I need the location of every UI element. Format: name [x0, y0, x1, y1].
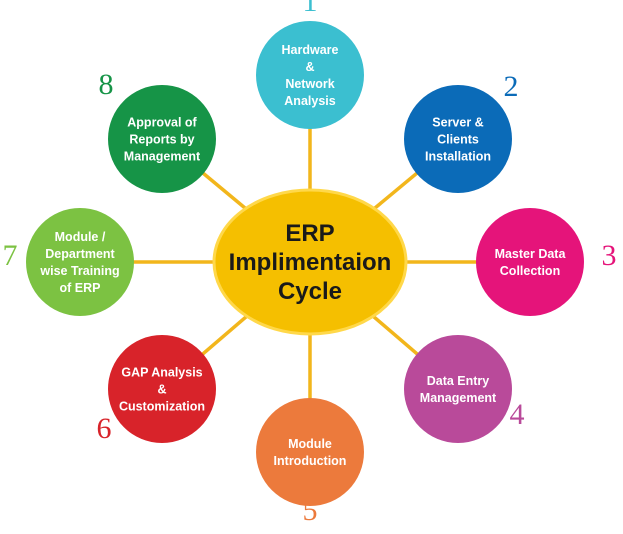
- node-label-line: Analysis: [284, 94, 335, 108]
- node-circle: [108, 335, 216, 443]
- node-label-line: Clients: [437, 133, 479, 147]
- center-ellipse: [212, 188, 408, 336]
- node-label-line: Module /: [55, 230, 106, 244]
- step-number-2: 2: [504, 70, 519, 103]
- node-label-line: of ERP: [60, 281, 101, 295]
- node-circle: [108, 85, 216, 193]
- node-label-line: Network: [285, 77, 334, 91]
- node-label-line: Management: [420, 391, 497, 405]
- node-label-line: wise Training: [39, 264, 119, 278]
- node-label-line: Collection: [500, 264, 560, 278]
- node-module-department-training: Module / Department wise Training of ERP: [26, 208, 134, 316]
- center-title-line: Implimentaion: [229, 249, 392, 276]
- node-circle: [256, 398, 364, 506]
- node-label-line: &: [157, 383, 166, 397]
- step-number-8: 8: [99, 68, 114, 101]
- node-label-line: Installation: [425, 150, 491, 164]
- node-circle: [26, 208, 134, 316]
- step-number-5: 5: [303, 494, 318, 527]
- step-number-7: 7: [3, 239, 18, 272]
- node-circle: [476, 208, 584, 316]
- node-label-line: Data Entry: [427, 374, 490, 388]
- node-label-line: Master Data: [495, 247, 567, 261]
- node-label: GAP Analysis & Customization: [119, 366, 205, 414]
- node-label-line: Server &: [432, 116, 483, 130]
- node-label-line: Introduction: [274, 454, 347, 468]
- node-label-line: Department: [45, 247, 115, 261]
- node-label: Approval of Reports by Management: [124, 116, 201, 164]
- step-numbers: 1 2 3 4 5 6 7 8: [3, 0, 617, 527]
- node-label-line: Customization: [119, 400, 205, 414]
- node-circle: [256, 21, 364, 129]
- step-number-1: 1: [303, 0, 318, 18]
- node-label-line: Hardware: [282, 43, 339, 57]
- node-label-line: GAP Analysis: [121, 366, 202, 380]
- step-number-3: 3: [602, 239, 617, 272]
- node-label: Module / Department wise Training of ERP: [39, 230, 119, 295]
- node-label-line: &: [305, 60, 314, 74]
- node-circle: [404, 335, 512, 443]
- center-title-line: Cycle: [278, 278, 342, 305]
- node-label-line: Reports by: [129, 133, 194, 147]
- center-title-line: ERP: [285, 220, 334, 247]
- node-approval-reports-management: Approval of Reports by Management: [108, 85, 216, 193]
- node-label-line: Management: [124, 150, 201, 164]
- node-label-line: Approval of: [127, 116, 197, 130]
- step-number-4: 4: [510, 398, 525, 431]
- node-circle: [404, 85, 512, 193]
- node-gap-analysis-customization: GAP Analysis & Customization: [108, 335, 216, 443]
- step-number-6: 6: [97, 412, 112, 445]
- node-label-line: Module: [288, 437, 332, 451]
